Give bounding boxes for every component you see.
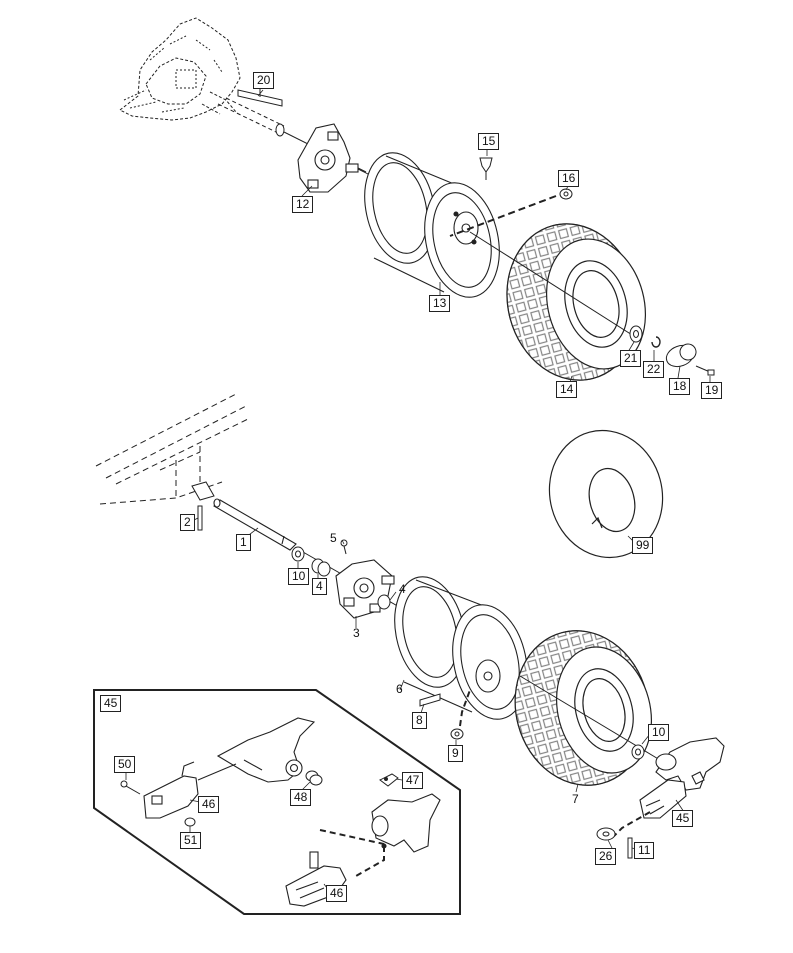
callout-1: 1 xyxy=(236,534,251,551)
callout-7: 7 xyxy=(572,792,579,806)
callout-6: 6 xyxy=(396,682,403,696)
inset-bracket-upper-46 xyxy=(143,761,199,819)
fork-45-right xyxy=(639,737,725,819)
rim-13 xyxy=(364,152,500,298)
callout-20: 20 xyxy=(253,72,275,89)
callout-3: 3 xyxy=(353,626,360,640)
callout-16: 16 xyxy=(558,170,580,187)
callout-8: 8 xyxy=(412,712,427,729)
bearing-10-right xyxy=(631,744,645,760)
tire-14 xyxy=(506,223,647,381)
inset-bushing-48 xyxy=(305,770,323,786)
callout-15: 15 xyxy=(478,133,500,150)
callout-48: 48 xyxy=(290,789,312,806)
inset-bolt-50 xyxy=(120,780,141,795)
inset-fork-upper xyxy=(216,717,316,783)
upper-vehicle-frame xyxy=(119,17,241,121)
cap-18 xyxy=(665,343,697,368)
callout-45-inset: 45 xyxy=(100,695,122,712)
lower-vehicle-frame xyxy=(95,393,251,505)
callout-18: 18 xyxy=(669,378,691,395)
inner-tube-99 xyxy=(548,429,664,559)
callout-11: 11 xyxy=(634,842,655,859)
callout-9: 9 xyxy=(448,745,463,762)
inset-panel-45 xyxy=(93,689,461,915)
spacer-4-right xyxy=(377,594,391,610)
spacer-4-left xyxy=(311,558,331,577)
key-20 xyxy=(237,88,283,107)
inset-grease-fitting-47 xyxy=(379,773,399,787)
valve-8 xyxy=(419,693,441,707)
inset-fork-lower xyxy=(371,793,441,853)
callout-4-right: 4 xyxy=(399,582,406,596)
pin-11 xyxy=(627,837,633,859)
washer-26 xyxy=(596,827,616,841)
callout-10-right: 10 xyxy=(648,724,670,741)
tire-7 xyxy=(514,630,653,786)
rim-6 xyxy=(394,576,528,720)
callout-51: 51 xyxy=(180,832,202,849)
nut-9 xyxy=(450,728,464,740)
callout-2: 2 xyxy=(180,514,195,531)
pin-2 xyxy=(197,505,203,531)
callout-26: 26 xyxy=(595,848,617,865)
callout-45-right: 45 xyxy=(672,810,694,827)
callout-99: 99 xyxy=(632,537,654,554)
callout-46-lower: 46 xyxy=(326,885,348,902)
hub-12 xyxy=(297,123,367,193)
bolt-19 xyxy=(695,365,715,376)
inset-nut-51 xyxy=(184,817,196,827)
nut-16 xyxy=(559,188,573,200)
callout-47: 47 xyxy=(402,772,424,789)
washer-21 xyxy=(629,325,643,343)
lower-frame-bracket xyxy=(191,481,215,501)
callout-4-left: 4 xyxy=(312,578,327,595)
callout-21: 21 xyxy=(620,350,642,367)
callout-5: 5 xyxy=(330,531,337,545)
callout-12: 12 xyxy=(292,196,314,213)
callout-19: 19 xyxy=(701,382,723,399)
callout-50: 50 xyxy=(114,756,136,773)
bolt-5 xyxy=(340,539,348,555)
valve-15 xyxy=(479,157,493,180)
callout-13: 13 xyxy=(429,295,451,312)
callout-14: 14 xyxy=(556,381,578,398)
clip-22 xyxy=(651,336,661,348)
axle-1 xyxy=(213,498,297,551)
callout-10-left: 10 xyxy=(288,568,310,585)
bearing-10-left xyxy=(291,546,305,562)
callout-46-upper: 46 xyxy=(198,796,220,813)
callout-22: 22 xyxy=(643,361,665,378)
